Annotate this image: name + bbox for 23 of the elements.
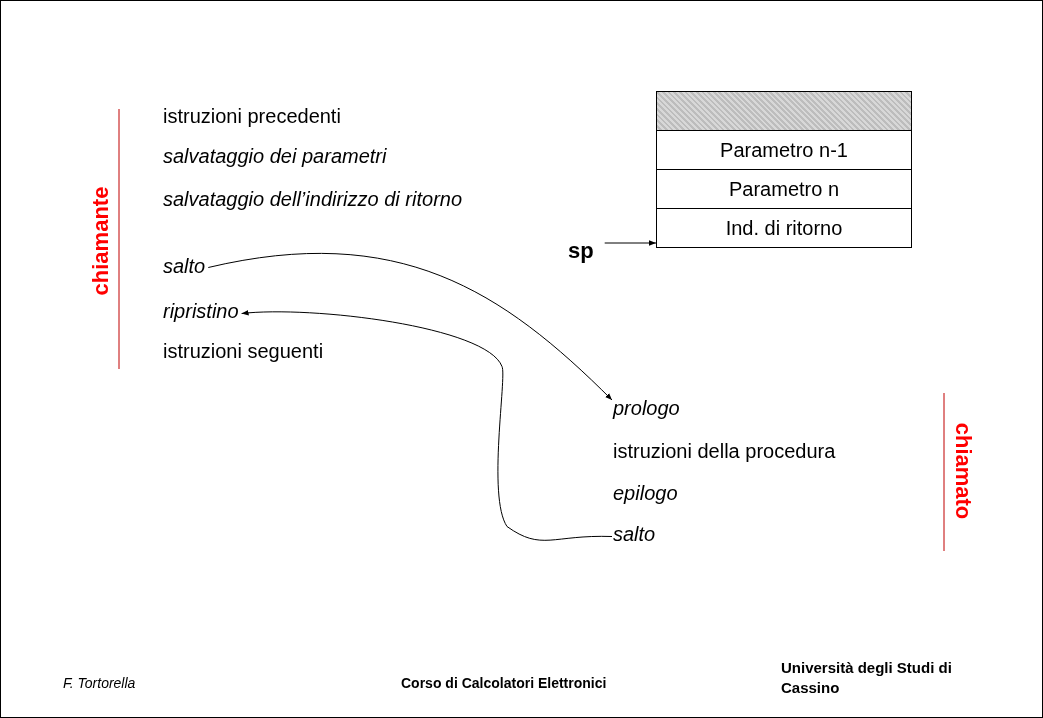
arrow — [207, 253, 613, 401]
author-text: F. Tortorella — [63, 675, 136, 691]
instruction-text: istruzioni precedenti — [163, 103, 341, 130]
hatched-stack-cell — [656, 91, 912, 131]
course-title: Corso di Calcolatori Elettronici — [401, 675, 607, 691]
arrow — [604, 240, 657, 246]
pointer-label: sp — [568, 237, 594, 264]
instruction-text: salvataggio dei parametri — [163, 143, 387, 170]
stack-cell: Parametro n-1 — [656, 130, 912, 170]
university-name: Università degli Studi di Cassino — [781, 658, 953, 698]
instruction-text: istruzioni seguenti — [163, 338, 324, 365]
instruction-text: ripristino — [163, 298, 239, 325]
stack-cell: Parametro n — [656, 169, 912, 209]
instruction-text: salto — [163, 253, 206, 280]
instruction-text: salto — [613, 521, 656, 548]
instruction-text: istruzioni della procedura — [613, 438, 836, 465]
arrow — [241, 310, 613, 541]
instruction-text: prologo — [613, 395, 680, 422]
instruction-text: salvataggio dell’indirizzo di ritorno — [163, 186, 463, 213]
stack-cell: Ind. di ritorno — [656, 208, 912, 248]
section-label: chiamante — [88, 186, 114, 296]
instruction-text: epilogo — [613, 480, 678, 507]
section-label: chiamato — [950, 422, 976, 520]
